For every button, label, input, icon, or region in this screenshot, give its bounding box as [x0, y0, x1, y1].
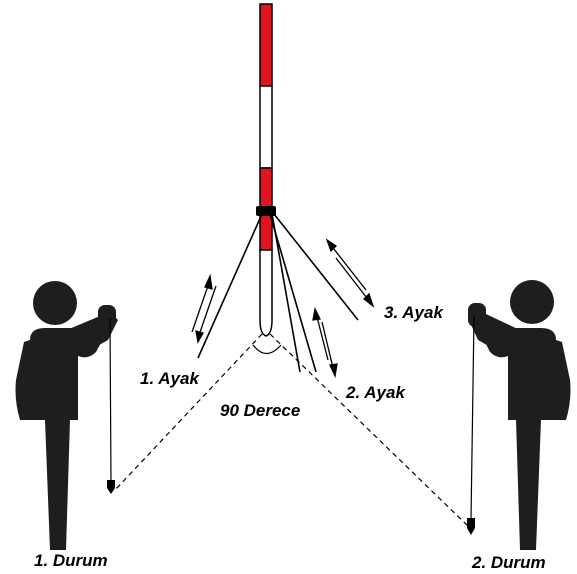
position-1-label: 1. Durum: [34, 551, 108, 570]
leg-2-arrows: [312, 306, 338, 379]
movement-arrows: [191, 238, 375, 379]
person-right: [468, 280, 571, 550]
pole-segment-white-tip: [259, 249, 273, 337]
right-angle-arc: [252, 344, 282, 355]
person-left-head: [33, 281, 77, 325]
leg-1-label: 1. Ayak: [140, 369, 200, 388]
plumb-line-left: [109, 317, 112, 485]
support-legs: [197, 213, 359, 373]
position-2-label: 2. Durum: [471, 553, 546, 572]
leg-2-label: 2. Ayak: [345, 383, 406, 402]
leg-1-arrows: [191, 273, 217, 344]
pole-clamp: [256, 206, 276, 216]
plumb-line-right: [470, 315, 475, 521]
pole-segment-white: [259, 85, 273, 169]
leg-1-line: [197, 213, 263, 359]
person-left-body: [15, 324, 108, 550]
plumb-bob-left: [107, 480, 115, 494]
leg-3-line: [273, 213, 359, 321]
leg-2-line-a: [269, 213, 317, 373]
leg-2-line-b: [271, 213, 301, 373]
leg-3-arrows: [325, 238, 375, 308]
sight-lines: [114, 333, 471, 529]
person-left: [15, 281, 118, 550]
ranging-pole: [256, 3, 276, 337]
person-right-head: [510, 280, 554, 324]
pole-segment-red: [259, 3, 273, 87]
plumb-bob-right: [467, 518, 475, 535]
leg-3-label: 3. Ayak: [384, 303, 444, 322]
angle-label: 90 Derece: [220, 401, 300, 420]
sight-line-right: [269, 333, 471, 529]
person-right-body: [478, 322, 571, 550]
